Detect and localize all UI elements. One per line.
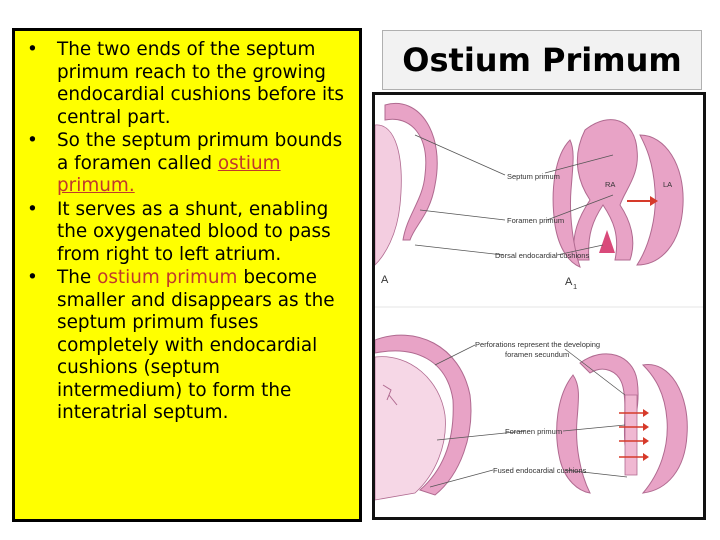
bottom-pointer-lines <box>429 344 628 488</box>
top-panel-right-heart <box>552 119 684 268</box>
bullet-icon: • <box>27 198 38 220</box>
label-perforations: Perforations represent the developing <box>475 340 600 349</box>
bullet-item-3: • It serves as a shunt, enabling the oxyg… <box>23 199 351 267</box>
panel-letter-subscript: 1 <box>573 282 577 291</box>
top-panel-left-heart <box>375 103 438 266</box>
bullet-item-1: • The two ends of the septum primum reach… <box>23 39 351 129</box>
embryology-figure: Septum primum Foramen primum Dorsal endo… <box>372 92 706 520</box>
highlighted-term: ostium primum. <box>57 152 281 197</box>
bullet-icon: • <box>27 267 38 288</box>
bullet-text: It serves as a shunt, enabling the oxyge… <box>57 198 331 265</box>
top-pointer-lines <box>414 134 614 256</box>
label-foramen-secundum: foramen secundum <box>505 350 569 359</box>
bullet-text: The two ends of the septum primum reach … <box>57 39 344 128</box>
heart-septation-diagram: Septum primum Foramen primum Dorsal endo… <box>375 103 703 501</box>
label-fused-cushions: Fused endocardial cushions <box>493 466 587 475</box>
panel-letter-a1: A <box>565 276 573 288</box>
bullet-icon: • <box>27 39 38 60</box>
bullet-item-2: • So the septum primum bounds a foramen c… <box>23 130 351 198</box>
bullet-text-tail: become smaller and disappears as the sep… <box>57 267 335 423</box>
bullet-text: The <box>57 267 98 288</box>
label-foramen-primum: Foramen primum <box>507 216 564 225</box>
label-septum-primum: Septum primum <box>507 172 560 181</box>
bottom-panel-right-heart <box>556 353 688 494</box>
panel-letter-a: A <box>381 274 389 286</box>
highlighted-term: ostium primum <box>97 267 238 288</box>
bullet-text: So the septum primum bounds a foramen ca… <box>57 130 343 174</box>
label-foramen-primum-bottom: Foramen primum <box>505 427 562 436</box>
label-la: LA <box>663 180 672 189</box>
bullet-list: • The two ends of the septum primum reach… <box>23 39 351 425</box>
text-panel: • The two ends of the septum primum reach… <box>12 28 362 522</box>
flow-arrow-icon <box>627 196 658 206</box>
bottom-panel-left-heart <box>375 334 472 501</box>
slide-title: Ostium Primum <box>382 30 702 90</box>
label-ra: RA <box>605 180 615 189</box>
bullet-item-4: • The ostium primum become smaller and di… <box>23 267 351 425</box>
bullet-icon: • <box>27 130 38 151</box>
label-dorsal-cushions: Dorsal endocardial cushions <box>495 251 589 260</box>
flow-arrows-icon <box>619 409 649 461</box>
